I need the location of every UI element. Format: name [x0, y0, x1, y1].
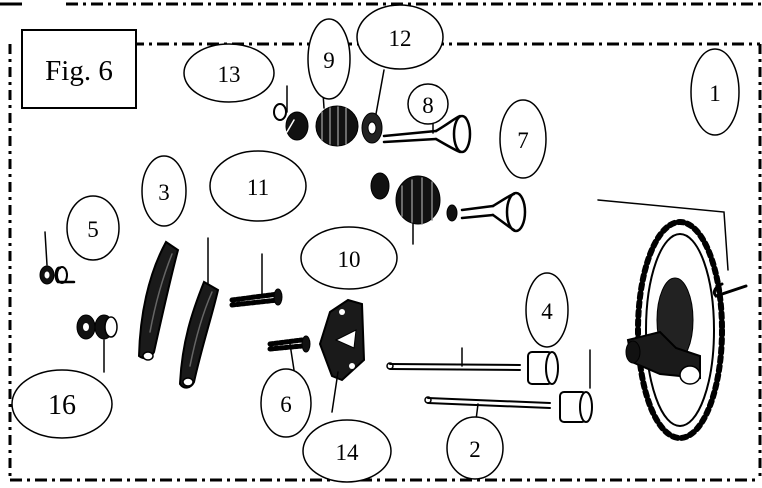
callout-6: 6 — [260, 368, 312, 438]
part-2-push-rods — [386, 347, 551, 421]
callouts: 1 2 3 4 5 6 7 8 — [11, 4, 740, 483]
callout-7: 7 — [499, 99, 547, 179]
callout-5: 5 — [66, 195, 120, 261]
part-4-tappets — [527, 349, 593, 423]
figure-label: Fig. 6 — [45, 55, 113, 87]
svg-text:1: 1 — [709, 81, 721, 106]
svg-text:13: 13 — [218, 62, 241, 87]
part-10-spring — [370, 172, 458, 245]
parts-drawing — [39, 69, 748, 441]
part-1-camshaft-sprocket — [597, 199, 748, 441]
callout-1: 1 — [690, 48, 740, 136]
callout-13: 13 — [183, 43, 275, 103]
part-3-rocker-arm-b — [178, 237, 220, 389]
svg-text:6: 6 — [280, 392, 292, 417]
callout-16: 16 — [11, 369, 113, 439]
svg-text:12: 12 — [389, 26, 412, 51]
part-12-spring-seat — [361, 69, 385, 144]
part-7-valve — [460, 191, 527, 233]
callout-4: 4 — [525, 272, 569, 348]
svg-text:2: 2 — [469, 437, 481, 462]
part-3-rocker-arm-a — [137, 240, 180, 361]
callout-10: 10 — [300, 226, 398, 290]
svg-text:9: 9 — [323, 48, 335, 73]
callout-3: 3 — [141, 155, 187, 227]
svg-text:14: 14 — [336, 440, 360, 465]
part-5-pin — [39, 231, 76, 285]
svg-text:10: 10 — [338, 247, 361, 272]
part-bolt-upper — [229, 253, 283, 308]
svg-text:8: 8 — [422, 93, 434, 118]
part-16-bushings — [76, 314, 118, 373]
svg-text:16: 16 — [48, 390, 76, 421]
svg-text:11: 11 — [247, 175, 269, 200]
callout-11: 11 — [209, 150, 307, 222]
callout-14: 14 — [302, 419, 392, 483]
part-6-bolt — [267, 335, 311, 371]
callout-8: 8 — [407, 83, 449, 125]
svg-text:5: 5 — [87, 217, 99, 242]
part-14-plate — [318, 298, 366, 413]
figure-label-box: Fig. 6 — [21, 29, 137, 109]
svg-text:7: 7 — [517, 128, 529, 153]
svg-text:3: 3 — [158, 180, 170, 205]
callout-2: 2 — [446, 416, 504, 480]
svg-text:4: 4 — [541, 299, 553, 324]
part-11-keeper — [285, 111, 309, 141]
callout-9: 9 — [307, 18, 351, 100]
callout-12: 12 — [356, 4, 444, 70]
part-13-washer — [273, 85, 288, 121]
part-8-valve — [382, 114, 472, 154]
